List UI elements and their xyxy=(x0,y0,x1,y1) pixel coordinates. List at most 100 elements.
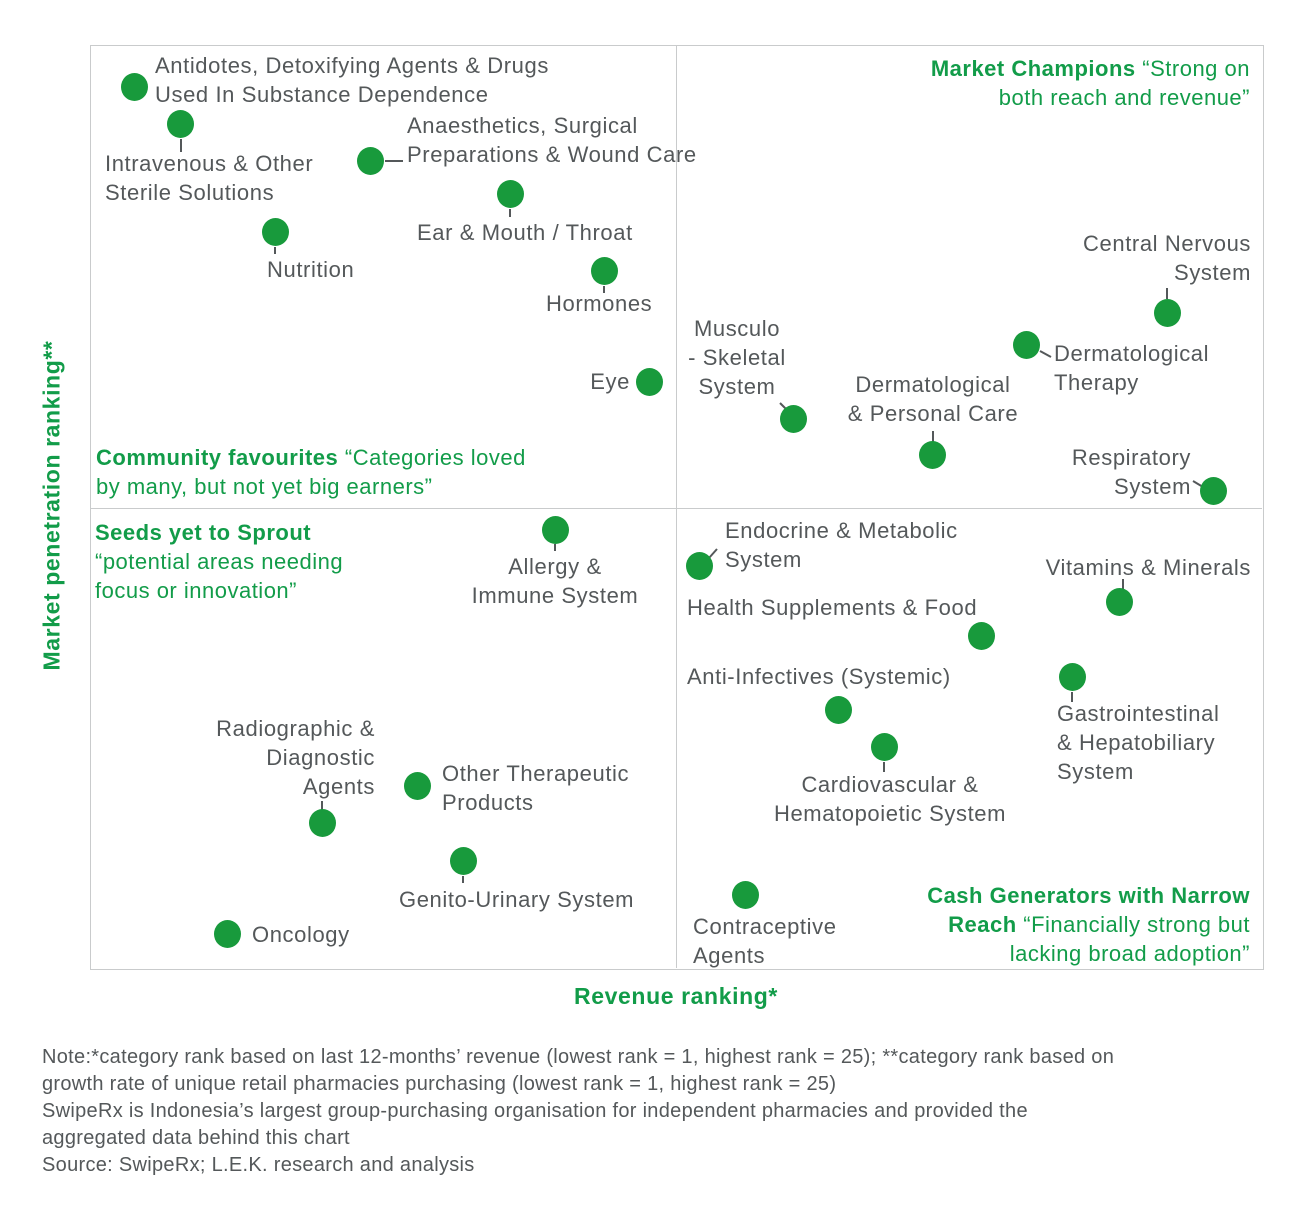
data-point-dot xyxy=(356,147,384,175)
data-point-dot xyxy=(870,733,898,761)
data-point-label-line: Radiographic & xyxy=(216,716,375,741)
data-point-dot xyxy=(1105,588,1133,616)
data-point-label-line: Antidotes, Detoxifying Agents & Drugs xyxy=(155,53,549,78)
data-point-label-line: Anti-Infectives (Systemic) xyxy=(687,664,951,689)
data-point-label-line: Cardiovascular & xyxy=(801,772,979,797)
quadrant-annotation-line: “potential areas needing xyxy=(95,549,344,574)
data-point-label-line: Agents xyxy=(693,943,766,968)
plot-frame xyxy=(90,45,1264,970)
data-point-label: Cardiovascular & Hematopoietic System xyxy=(744,770,1036,828)
data-point-label-line: Ear & Mouth / Throat xyxy=(417,220,633,245)
quadrant-divider-horizontal xyxy=(90,508,1262,509)
data-point-label-line: System xyxy=(725,547,802,572)
data-point-label: Ear & Mouth / Throat xyxy=(417,218,672,247)
data-point-dot xyxy=(166,110,194,138)
data-point-label: Oncology xyxy=(252,920,382,949)
footnote-line: SwipeRx is Indonesia’s largest group-pur… xyxy=(42,1100,1028,1122)
data-point-label-line: Anaesthetics, Surgical xyxy=(407,113,638,138)
data-point-dot xyxy=(731,881,759,909)
data-point-label-line: Used In Substance Dependence xyxy=(155,82,489,107)
data-point-label-line: Oncology xyxy=(252,922,350,947)
data-point-label-line: & Personal Care xyxy=(847,401,1019,426)
footnote-line: aggregated data behind this chart xyxy=(42,1127,350,1149)
data-point-label: Health Supplements & Food xyxy=(687,593,1017,622)
data-point-label-line: Health Supplements & Food xyxy=(687,595,978,620)
data-point-label-line: Genito-Urinary System xyxy=(399,887,635,912)
x-axis-label: Revenue ranking* xyxy=(574,983,778,1009)
data-point-dot xyxy=(213,920,241,948)
footnote-line: Note:*category rank based on last 12-mon… xyxy=(42,1046,1115,1068)
data-point-label-line: Intravenous & Other xyxy=(105,151,314,176)
data-point-dot xyxy=(261,218,289,246)
data-point-label-line: Hematopoietic System xyxy=(773,801,1007,826)
data-point-label: Vitamins & Minerals xyxy=(1018,553,1251,582)
data-point-dot xyxy=(635,368,663,396)
data-point-label-line: & Hepatobiliary xyxy=(1057,730,1216,755)
data-point-label-line: Other Therapeutic xyxy=(442,761,630,786)
quadrant-annotation-line: both reach and revenue” xyxy=(998,85,1250,110)
quadrant-annotation-line: by many, but not yet big earners” xyxy=(96,474,433,499)
data-point-label-line: Vitamins & Minerals xyxy=(1045,555,1251,580)
data-point-dot xyxy=(779,405,807,433)
data-point-dot xyxy=(403,772,431,800)
data-point-dot xyxy=(496,180,524,208)
data-point-dot xyxy=(918,441,946,469)
data-point-dot xyxy=(1199,477,1227,505)
data-point-label: Eye xyxy=(565,367,630,396)
data-point-label-line: Allergy & xyxy=(508,554,602,579)
data-point-dot xyxy=(685,552,713,580)
data-point-label-line: System xyxy=(1114,474,1191,499)
data-point-label: Allergy & Immune System xyxy=(460,552,650,610)
data-point-label-line: Central Nervous xyxy=(1083,231,1251,256)
data-point-label-line: Agents xyxy=(302,774,375,799)
data-point-dot xyxy=(1058,663,1086,691)
data-point-label-line: Dermatological xyxy=(855,372,1011,397)
data-point-label-line: Musculo xyxy=(693,316,781,341)
label-connector xyxy=(1039,350,1052,358)
quadrant-annotation-line: Reach “Financially strong but xyxy=(948,912,1250,937)
data-point-label-line: Therapy xyxy=(1054,370,1139,395)
data-point-dot xyxy=(824,696,852,724)
data-point-label-line: System xyxy=(698,374,776,399)
data-point-label-line: Hormones xyxy=(546,291,653,316)
data-point-label-line: Immune System xyxy=(471,583,639,608)
data-point-label-line: Gastrointestinal xyxy=(1057,701,1220,726)
data-point-label: Genito-Urinary System xyxy=(399,885,679,914)
data-point-label: Dermatological & Personal Care xyxy=(838,370,1028,428)
data-point-dot xyxy=(541,516,569,544)
quadrant-annotation-seeds-yet-to-sprout: Seeds yet to Sprout “potential areas need… xyxy=(95,518,415,605)
data-point-dot xyxy=(1012,331,1040,359)
footnotes: Note:*category rank based on last 12-mon… xyxy=(42,1044,1272,1179)
quadrant-annotation-line: Seeds yet to Sprout xyxy=(95,520,312,545)
quadrant-annotation-line: lacking broad adoption” xyxy=(1009,941,1250,966)
data-point-label-line: Nutrition xyxy=(267,257,355,282)
quadrant-annotation-line: Cash Generators with Narrow xyxy=(927,883,1250,908)
data-point-label: Hormones xyxy=(546,289,676,318)
data-point-label: Anti-Infectives (Systemic) xyxy=(687,662,997,691)
data-point-label-line: Preparations & Wound Care xyxy=(407,142,697,167)
data-point-label-line: Endocrine & Metabolic xyxy=(725,518,958,543)
data-point-label-line: Respiratory xyxy=(1071,445,1191,470)
data-point-label-line: Sterile Solutions xyxy=(105,180,275,205)
quadrant-annotation-line: focus or innovation” xyxy=(95,578,297,603)
data-point-label-line: Dermatological xyxy=(1054,341,1210,366)
data-point-dot xyxy=(967,622,995,650)
data-point-dot xyxy=(590,257,618,285)
data-point-label: Nutrition xyxy=(267,255,387,284)
data-point-label-line: Diagnostic xyxy=(266,745,375,770)
data-point-label-line: Eye xyxy=(590,369,630,394)
